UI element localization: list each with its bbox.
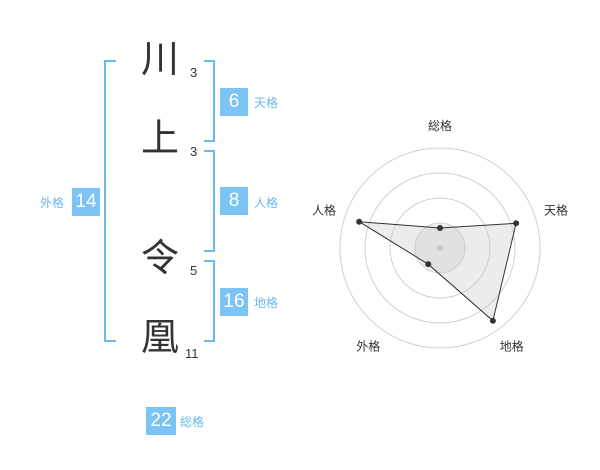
radar-axis-label-2: 天格 (544, 202, 568, 217)
chikaku-value: 16 (220, 288, 248, 316)
radar-axis-label-5: 人格 (312, 202, 336, 217)
name-char-2: 上 (141, 116, 180, 160)
jinkaku-value: 8 (220, 187, 248, 215)
radar-ring-3 (364, 172, 516, 324)
stroke-count-4: 11 (185, 346, 199, 361)
jinkaku-label: 人格 (254, 196, 279, 210)
radar-ring-4 (339, 147, 541, 349)
radar-point-3 (489, 317, 496, 324)
stroke-count-3: 5 (190, 263, 198, 278)
gaikaku-bracket (104, 60, 116, 342)
gaikaku-label: 外格 (40, 196, 65, 210)
stroke-count-1: 3 (190, 65, 198, 80)
tenkaku-label: 天格 (254, 96, 279, 110)
radar-series-area (358, 221, 517, 322)
radar-point-4 (425, 261, 432, 268)
name-char-1: 川 (141, 37, 180, 81)
tenkaku-bracket (204, 60, 215, 142)
chikaku-bracket (204, 260, 215, 342)
radar-axis-label-4: 外格 (356, 339, 380, 354)
radar-axis-label-3: 地格 (500, 339, 524, 354)
stroke-count-2: 3 (190, 144, 198, 159)
gaikaku-value: 14 (72, 188, 100, 216)
radar-point-1 (437, 225, 443, 231)
radar-center-point (437, 245, 443, 251)
radar-point-2 (513, 220, 520, 227)
name-char-3: 令 (141, 236, 180, 280)
radar-series (356, 218, 520, 324)
jinkaku-bracket (204, 150, 215, 252)
tenkaku-value: 6 (220, 88, 248, 116)
soukaku-value: 22 (146, 407, 176, 435)
radar-axis-label-1: 総格 (428, 118, 452, 133)
radar-ring-1 (414, 222, 466, 274)
radar-point-5 (356, 218, 363, 225)
radar-ring-2 (389, 197, 491, 299)
chikaku-label: 地格 (254, 296, 279, 310)
soukaku-label: 総格 (180, 415, 205, 429)
name-char-4: 凰 (141, 315, 180, 359)
